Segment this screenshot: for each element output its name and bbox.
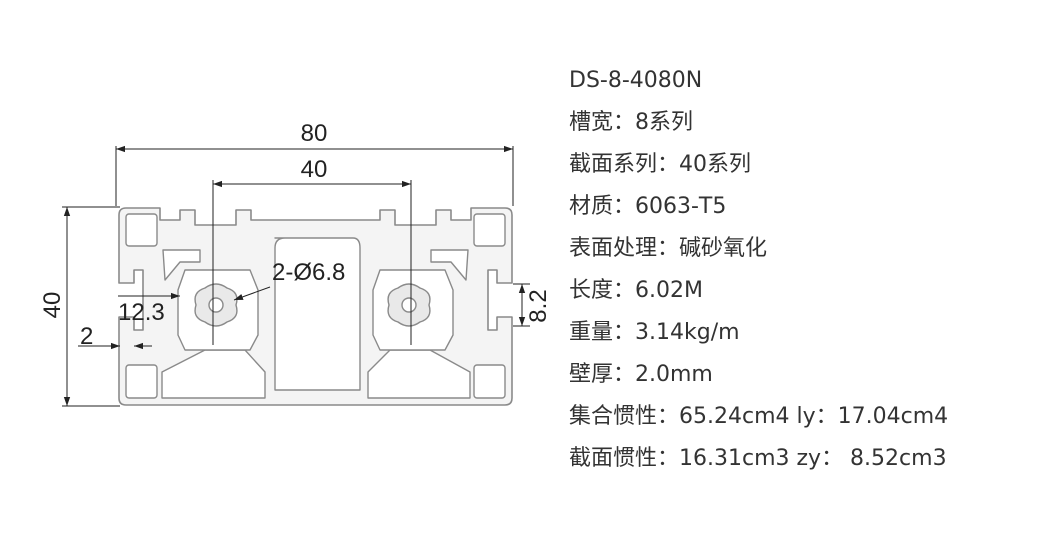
dim-label-40-vertical: 40 [39,292,66,319]
dim-label-40-horizontal: 40 [301,156,328,183]
dim-label-hole: 2-Ø6.8 [272,259,345,286]
core-holes [194,283,431,327]
spec-slot-width: 槽宽：8系列 [569,110,693,135]
spec-length: 长度：6.02M [569,278,703,303]
dim-label-8-2: 8.2 [525,289,552,322]
spec-material: 材质：6063-T5 [569,194,727,219]
dim-label-12-3: 12.3 [118,299,165,326]
spec-list: DS-8-4080N 槽宽：8系列 截面系列：40系列 材质：6063-T5 表… [569,60,1049,480]
spec-section-series: 截面系列：40系列 [569,152,751,177]
hole-leader [233,286,271,301]
spec-surface-treatment: 表面处理：碱砂氧化 [569,236,768,261]
spec-moment-of-inertia: 集合惯性：65.24cm4 ly：17.04cm4 [569,404,949,429]
profile-drawing: 80 40 40 2-Ø6.8 12.3 2 8.2 [39,120,552,407]
spec-weight: 重量：3.14kg/m [569,320,740,345]
dim-label-2: 2 [80,323,93,350]
dim-label-80: 80 [301,120,328,147]
dimension-lines [62,145,530,407]
spec-wall-thickness: 壁厚：2.0mm [569,362,713,387]
spec-section-modulus: 截面惯性：16.31cm3 zy： 8.52cm3 [569,446,947,471]
spec-model: DS-8-4080N [569,68,703,93]
